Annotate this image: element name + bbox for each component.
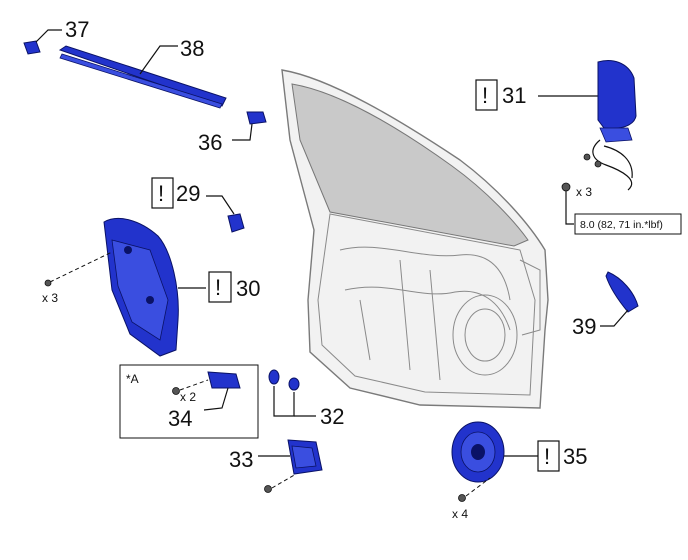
- callout-37: 37: [65, 17, 89, 42]
- part-30-regulator-panel: [44, 218, 206, 357]
- callout-29: 29: [176, 181, 200, 206]
- part-36-clip: [232, 111, 267, 141]
- callout-30: 30: [236, 276, 260, 301]
- part-37-clip: [23, 29, 62, 55]
- qty-31-nuts: x 3: [576, 185, 592, 199]
- callout-38: 38: [180, 36, 204, 61]
- callout-35: 35: [563, 444, 587, 469]
- callout-36: 36: [198, 130, 222, 155]
- torque-spec-box: [574, 213, 682, 235]
- attention-mark-29: !: [158, 181, 164, 206]
- attention-box-30: [208, 271, 232, 303]
- part-39-cover: [600, 271, 639, 327]
- callout-34: 34: [168, 406, 192, 431]
- part-33-tweeter: [258, 439, 323, 493]
- part-38-belt-moulding: [58, 45, 227, 109]
- detail-a-label: *A: [126, 372, 139, 386]
- qty-34-screws: x 2: [180, 390, 196, 404]
- torque-spec: 8.0 (82, 71 in.*lbf): [580, 219, 663, 231]
- attention-box-35: [537, 440, 560, 472]
- attention-box-31: [475, 79, 498, 111]
- attention-mark-31: !: [482, 83, 488, 108]
- part-32-plugs: [268, 369, 316, 417]
- callout-33: 33: [229, 447, 253, 472]
- part-34-switch: [172, 371, 241, 411]
- part-29-lock-switch: [206, 195, 245, 233]
- callout-31: 31: [502, 83, 526, 108]
- qty-35-screws: x 4: [452, 507, 468, 521]
- callout-32: 32: [320, 404, 344, 429]
- part-35-speaker: [451, 421, 540, 502]
- qty-30-screws: x 3: [42, 291, 58, 305]
- attention-box-29: [151, 177, 174, 209]
- door-assembly: [281, 69, 549, 409]
- attention-mark-35: !: [544, 444, 550, 469]
- attention-mark-30: !: [215, 275, 221, 300]
- callout-39: 39: [572, 314, 596, 339]
- part-31-outer-mirror: [538, 60, 637, 225]
